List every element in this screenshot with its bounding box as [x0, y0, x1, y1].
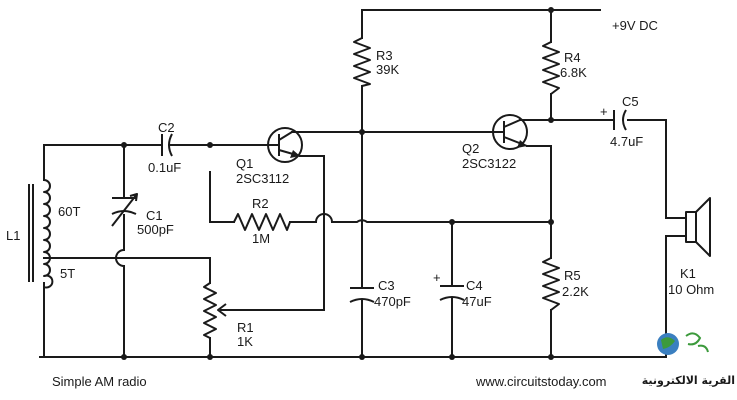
wire-r2-right — [289, 213, 552, 223]
capacitor-C2 — [149, 133, 186, 157]
r5-zigzag — [542, 257, 560, 311]
junction-dot — [548, 219, 554, 225]
junction-dot — [359, 354, 365, 360]
coil-winding — [43, 179, 54, 289]
resistor-R4 — [542, 41, 560, 95]
capacitor-C1 — [111, 193, 138, 227]
c3-plate-bottom — [349, 298, 375, 303]
c3-value: 470pF — [374, 294, 411, 309]
resistor-R5 — [542, 257, 560, 311]
q2-base — [490, 121, 505, 143]
r3-value: 39K — [376, 62, 399, 77]
c2-ref: C2 — [158, 120, 175, 135]
c1-value: 500pF — [137, 222, 174, 237]
junction-dot — [449, 354, 455, 360]
wire-c1-bottom — [115, 221, 125, 358]
junction-dot — [121, 142, 127, 148]
wire-r2-left — [209, 171, 235, 223]
q1-ref: Q1 — [236, 156, 253, 171]
capacitor-C3 — [349, 287, 375, 303]
r1-ref: R1 — [237, 320, 254, 335]
c5-value: 4.7uF — [610, 134, 643, 149]
caption: Simple AM radio — [52, 374, 147, 389]
c4-ref: C4 — [466, 278, 483, 293]
resistor-R2 — [233, 213, 291, 231]
logo-text: القرية الالكترونية — [642, 374, 735, 387]
r5-ref: R5 — [564, 268, 581, 283]
wire-c5-speaker — [627, 119, 687, 219]
junction-dot — [359, 129, 365, 135]
resistor-R3 — [353, 37, 371, 87]
junction-dot — [548, 7, 554, 13]
r4-ref: R4 — [564, 50, 581, 65]
r1-wiper-arrow — [217, 303, 232, 317]
q1-collector-lead — [278, 131, 293, 141]
capacitor-C5: + — [600, 104, 627, 131]
speaker-cone — [695, 197, 711, 257]
transistor-Q1 — [260, 127, 303, 163]
r2-zigzag — [233, 213, 291, 231]
speaker-K1 — [685, 197, 711, 257]
r1-value: 1K — [237, 334, 253, 349]
capacitor-C4: + — [433, 270, 465, 301]
c4-plate-bottom — [439, 296, 465, 301]
website-credit: www.circuitstoday.com — [475, 374, 607, 389]
potentiometer-R1 — [203, 282, 232, 339]
q1-emitter-arrow — [290, 150, 300, 158]
c5-polarity: + — [600, 104, 608, 119]
logo-script-mark — [685, 332, 709, 353]
r2-ref: R2 — [252, 196, 269, 211]
q1-part: 2SC3112 — [236, 171, 289, 186]
transistor-Q2 — [490, 114, 528, 150]
logo-leaf-icon — [661, 337, 675, 349]
c4-value: 47uF — [462, 294, 492, 309]
c3-ref: C3 — [378, 278, 395, 293]
q2-emitter-arrow — [517, 140, 527, 148]
r3-ref: R3 — [376, 48, 393, 63]
k1-value: 10 Ohm — [668, 282, 714, 297]
c1-variable-arrow — [111, 193, 138, 227]
junction-dot — [121, 354, 127, 360]
q2-part: 2SC3122 — [462, 156, 516, 171]
junction-dot — [548, 117, 554, 123]
r1-zigzag — [203, 282, 217, 339]
r2-value: 1M — [252, 231, 270, 246]
wire-tap-to-r1 — [43, 257, 211, 284]
wire-q1-emitter — [231, 155, 325, 311]
q2-collector-lead — [503, 119, 521, 128]
r4-zigzag — [542, 41, 560, 95]
c5-ref: C5 — [622, 94, 639, 109]
labels: +9V DC L1 60T 5T C1 500pF C2 0.1uF Q1 2S… — [6, 18, 714, 389]
speaker-magnet — [685, 211, 697, 243]
r3-zigzag — [353, 37, 371, 87]
wire-q2-emitter — [526, 145, 552, 259]
c2-value: 0.1uF — [148, 160, 181, 175]
logo: القرية الالكترونية — [642, 332, 735, 387]
q1-base — [260, 134, 280, 156]
l1-ref: L1 — [6, 228, 20, 243]
c1-ref: C1 — [146, 208, 163, 223]
junctions — [121, 7, 554, 360]
c5-plate-right — [622, 109, 627, 131]
inductor-L1 — [28, 179, 54, 289]
junction-dot — [207, 142, 213, 148]
r5-value: 2.2K — [562, 284, 589, 299]
c4-polarity: + — [433, 270, 441, 285]
r4-value: 6.8K — [560, 65, 587, 80]
q2-ref: Q2 — [462, 141, 479, 156]
junction-dot — [449, 219, 455, 225]
l1-tap-upper: 60T — [58, 204, 80, 219]
k1-ref: K1 — [680, 266, 696, 281]
l1-tap-lower: 5T — [60, 266, 75, 281]
supply-label: +9V DC — [612, 18, 658, 33]
junction-dot — [207, 354, 213, 360]
coil-core — [28, 184, 34, 282]
junction-dot — [548, 354, 554, 360]
